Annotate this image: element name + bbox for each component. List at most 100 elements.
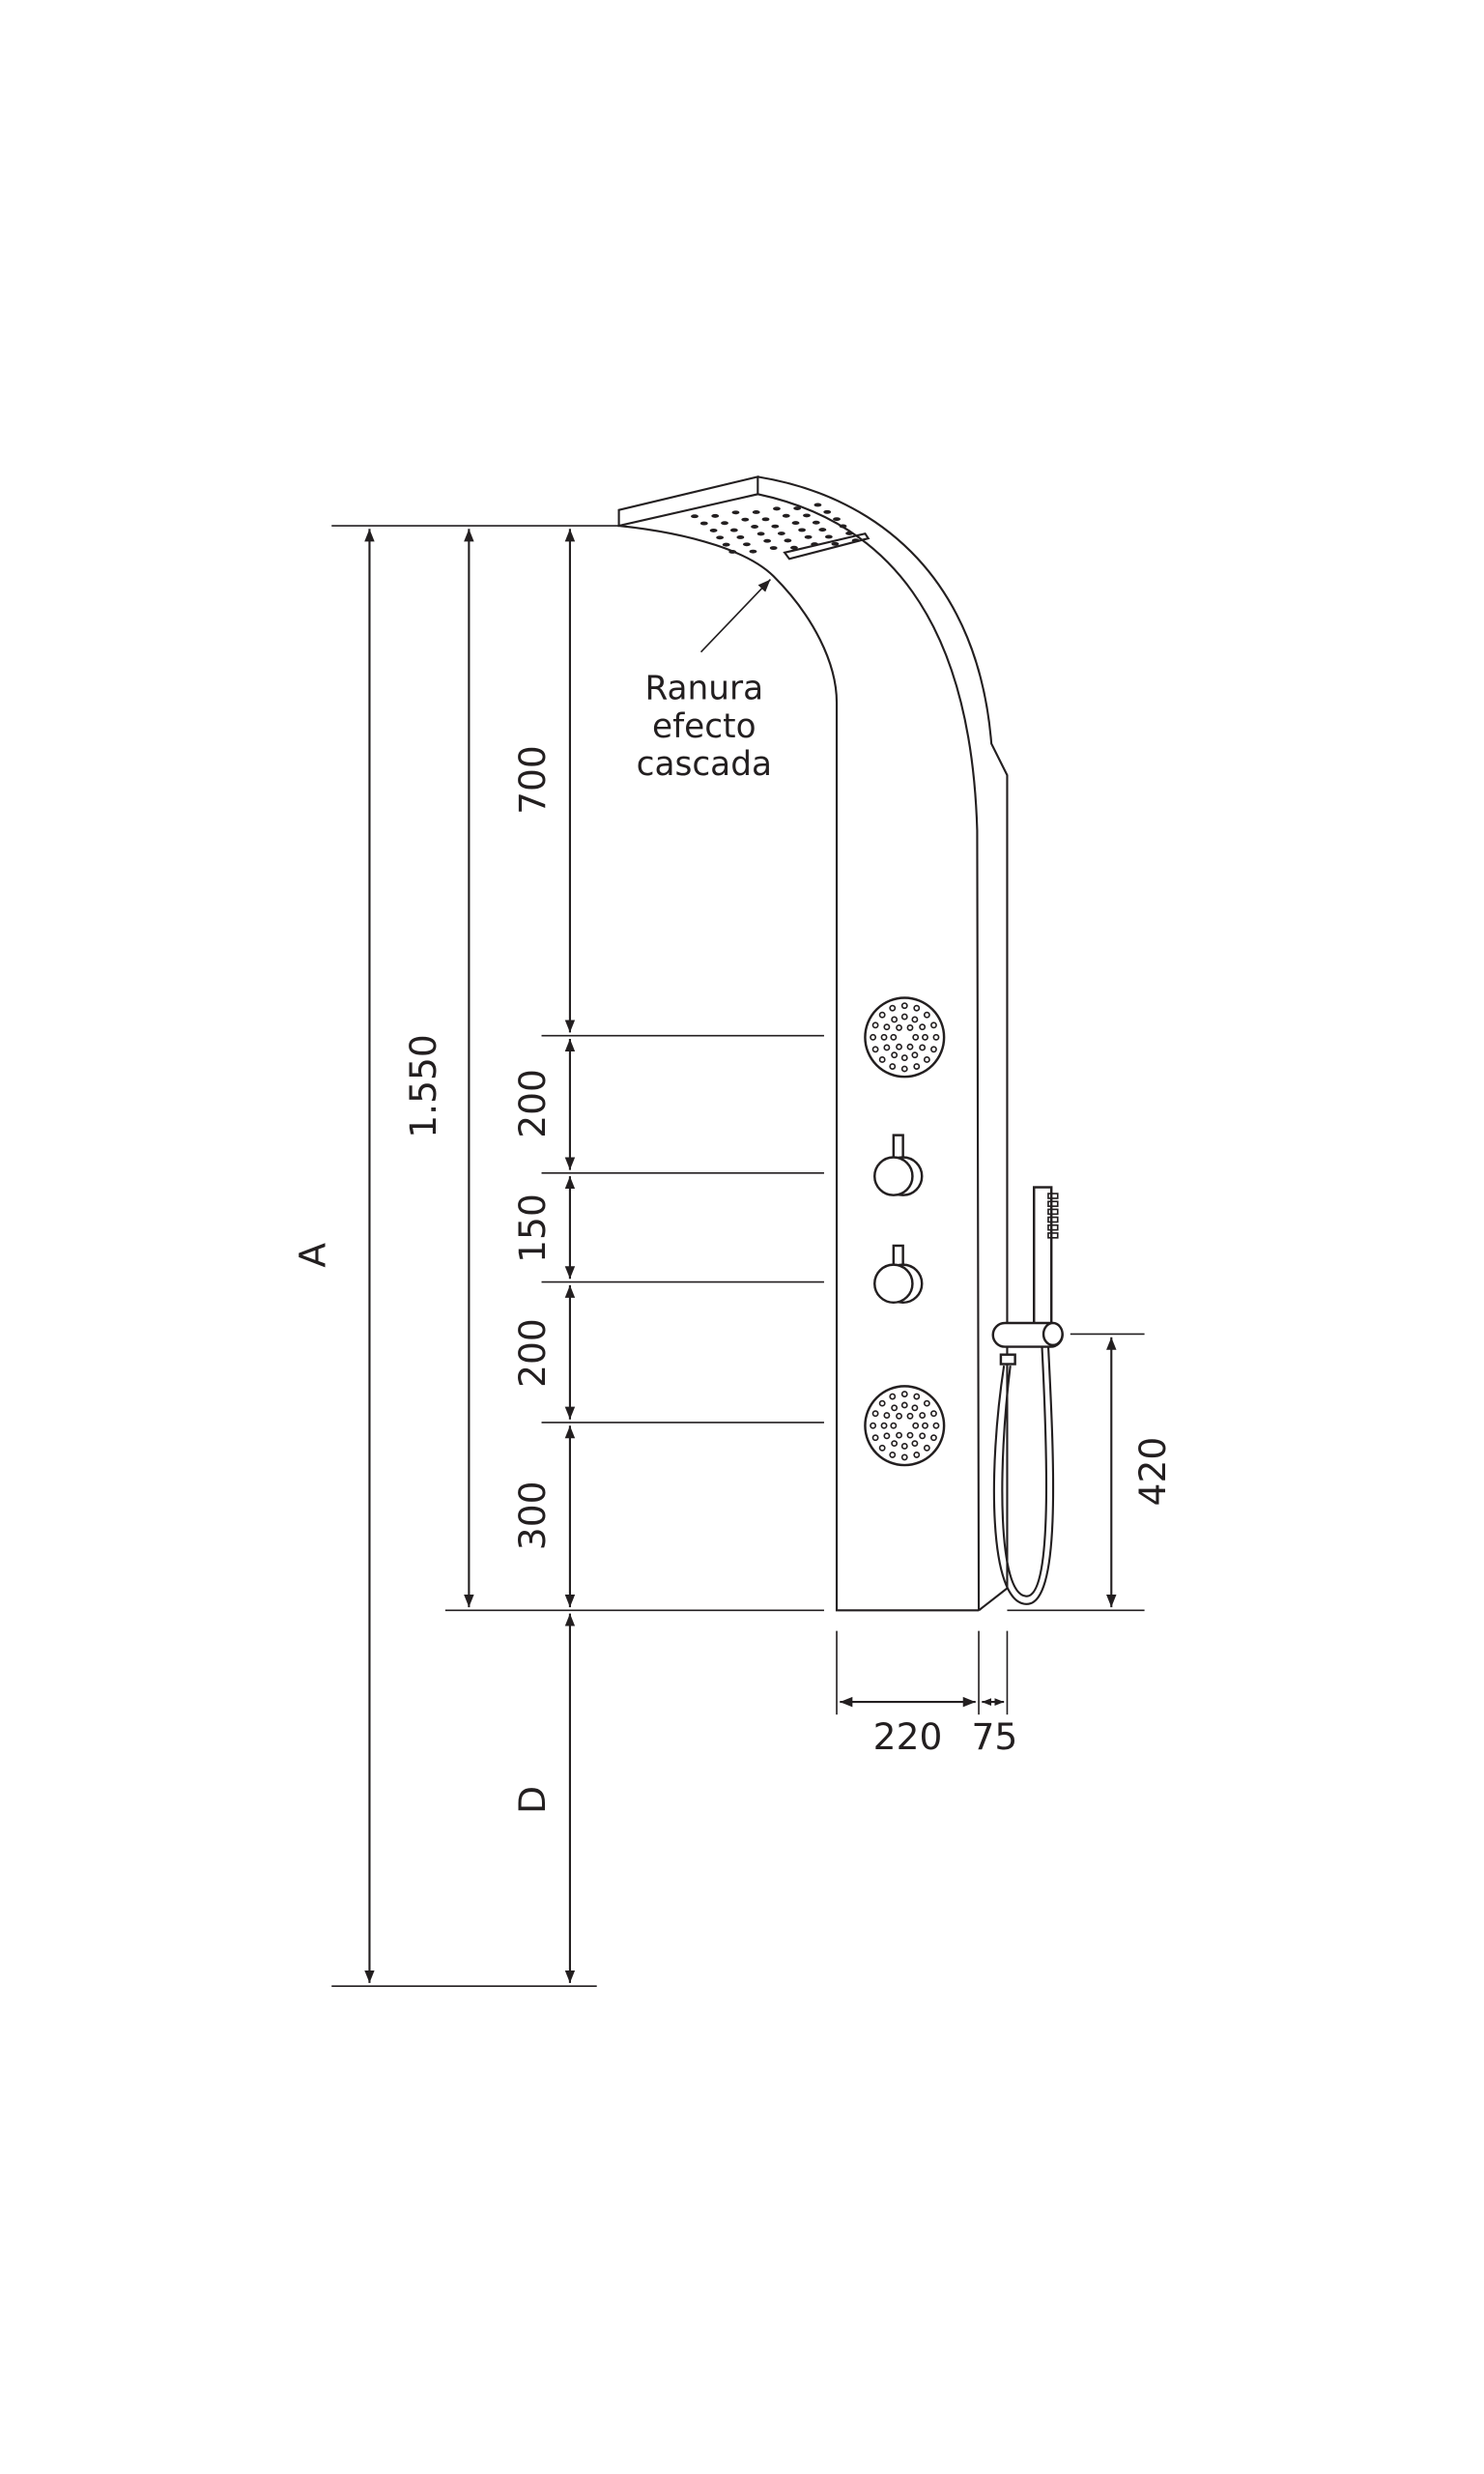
jet-nozzle [919,1044,927,1051]
hand-shower [991,1186,1064,1605]
jet-nozzle [911,1016,919,1023]
jet-nozzle [913,1063,921,1070]
jet-nozzle [919,1023,927,1031]
jet-nozzle [890,1033,898,1041]
rain-hole [845,531,854,535]
rain-hole [791,521,800,526]
rain-hole [813,503,822,507]
jet-face [864,1385,946,1467]
jet-nozzle [923,1011,930,1019]
rain-hole [804,534,813,539]
jet-nozzle [923,1444,930,1452]
jet-nozzle [900,1443,908,1450]
rain-hole [711,513,720,518]
jet-nozzle [883,1023,891,1031]
jet-nozzle [911,1440,919,1448]
rain-shower-holes [691,503,860,554]
jet-nozzle [900,1401,908,1409]
jet-nozzle [930,1046,937,1053]
rain-hole [803,513,811,518]
jet-nozzle [922,1033,928,1041]
rain-hole [731,510,740,515]
rain-hole [741,517,750,522]
spray-fin [1047,1208,1059,1216]
panel-front [618,524,980,1612]
jet-nozzle [870,1033,877,1041]
jet-nozzle [923,1399,930,1407]
cascade-slot [783,532,870,561]
rain-hole [777,532,785,535]
rain-hole [761,517,770,522]
jet-nozzle [871,1021,879,1029]
jet-nozzle [896,1024,902,1031]
jet-nozzle [911,1051,919,1059]
rain-hole [771,524,780,529]
jet-nozzle [878,1056,886,1063]
rain-hole [789,545,798,550]
dimension-labels: A 1.550 700 200 150 200 300 D 420 220 75 [292,745,1174,1814]
jet-nozzle [932,1033,940,1041]
dimension-lines [364,529,1117,1983]
jet-nozzle [906,1043,914,1050]
rain-hole [831,541,840,546]
rain-hole [824,534,833,539]
annotation-line-2: efecto [652,707,756,746]
rain-hole [722,542,730,547]
body-jet-upper [864,996,946,1079]
jet-nozzle [891,1016,899,1023]
jet-nozzle [913,1393,921,1400]
jet-nozzle [932,1422,940,1429]
rain-hole [749,549,757,554]
rain-hole [736,534,745,539]
label-200-lower: 200 [511,1318,554,1388]
jet-nozzle [923,1056,930,1063]
label-300: 300 [511,1481,554,1550]
jet-nozzle [889,1004,897,1012]
annotation-line-3: cascada [637,745,772,784]
jet-nozzle [906,1412,914,1420]
jet-nozzle [890,1422,898,1429]
jet-nozzle [919,1432,927,1440]
jet-nozzle [889,1063,897,1070]
rain-hole [709,528,718,532]
jet-nozzle [919,1412,927,1420]
rain-hole [763,538,772,543]
jet-nozzle [900,1054,908,1062]
label-700: 700 [511,745,554,815]
rain-hole [721,521,728,526]
control-knob-lower [873,1244,924,1305]
jet-nozzle [883,1044,891,1051]
jet-nozzle [871,1410,879,1418]
jet-nozzle [913,1451,921,1458]
rain-hole [752,510,760,514]
label-a: A [292,1243,334,1268]
rain-hole [742,542,751,547]
spray-fin [1047,1193,1059,1199]
jet-nozzle [878,1011,886,1019]
panel-outer-back [757,475,1009,1612]
jet-nozzle [930,1410,937,1418]
jet-nozzle [870,1422,877,1429]
rain-hole [782,513,790,518]
jet-nozzle [880,1033,888,1041]
jet-nozzle [911,1404,919,1412]
rain-hole [833,517,841,522]
label-1550: 1.550 [402,1034,444,1138]
jet-nozzle [930,1021,937,1029]
jet-nozzle [883,1412,891,1420]
rain-hole [699,521,708,526]
jet-nozzle [896,1043,902,1050]
jet-nozzle [889,1393,897,1400]
rain-hole [851,538,860,543]
jet-nozzle [880,1422,888,1429]
jet-nozzle [900,1013,908,1021]
panel-inner-back [757,493,981,1611]
rain-hole [784,538,792,543]
jet-nozzle [913,1004,921,1012]
control-knob-upper [873,1134,924,1196]
jet-nozzle [891,1404,899,1412]
jet-nozzle [896,1412,902,1420]
jet-nozzle [900,1065,908,1073]
rain-hole [728,550,737,554]
